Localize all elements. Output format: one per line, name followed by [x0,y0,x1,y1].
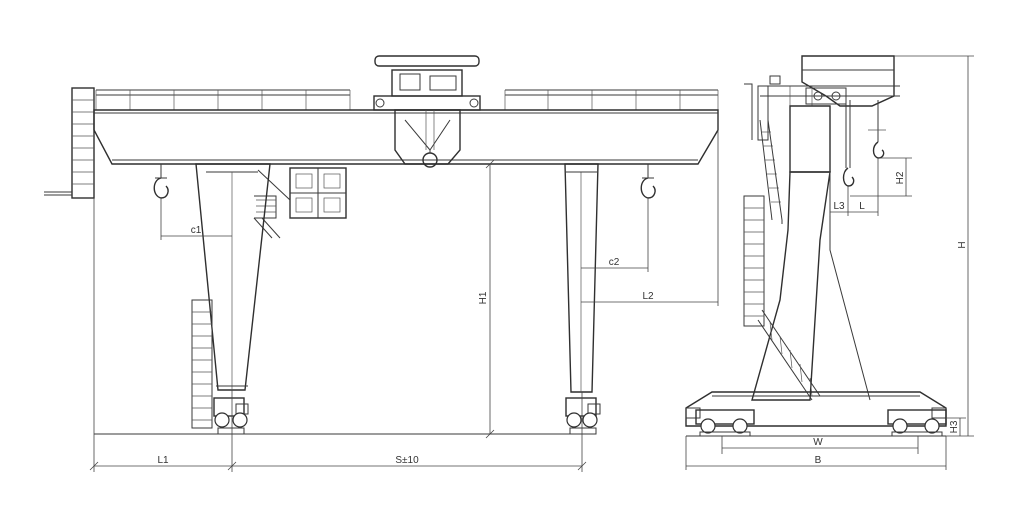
label-h3: H3 [949,420,960,433]
side-bogie-right [887,409,947,437]
travel-bogie-left [213,397,249,435]
side-hooks [842,100,886,187]
label-l1: L1 [157,455,169,466]
label-c2: c2 [609,257,620,268]
ladder-left-leg [191,299,213,429]
side-view: W B L3 L H2 H H3 [685,55,974,470]
main-girder [93,89,719,165]
label-c1: c1 [191,225,202,236]
label-h2: H2 [895,171,906,184]
side-ladder [743,83,783,327]
front-view: c1 c2 L2 L1 S±10 H1 [44,55,719,472]
end-ladder-left [44,87,95,199]
dimension-lines-side [685,55,974,470]
label-l2: L2 [642,291,654,302]
hook-right [640,164,656,199]
side-leg [751,105,871,401]
label-b: B [815,455,822,466]
side-top-structure [760,55,900,107]
travel-bogie-right [565,397,601,435]
side-bogie-left [695,409,755,437]
label-h: H [957,241,968,248]
left-leg [195,163,271,391]
label-span: S±10 [395,455,419,466]
label-w: W [813,437,823,448]
right-leg [564,163,599,393]
label-l3: L3 [833,201,845,212]
label-l: L [859,201,865,212]
hook-left [153,164,169,199]
side-sill-beam [685,391,947,427]
operator-cabin [289,167,347,219]
dimension-lines-front [89,130,719,472]
stair-left [253,169,291,239]
trolley [373,55,481,168]
label-h1: H1 [478,291,489,304]
